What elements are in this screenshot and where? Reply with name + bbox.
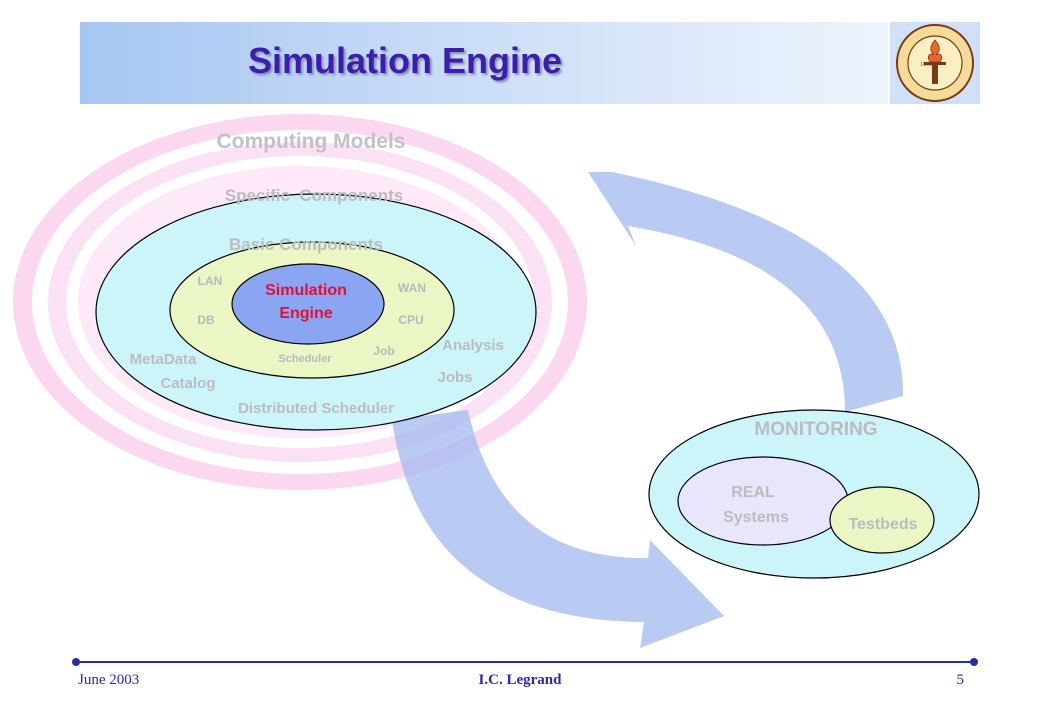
simulation-engine-ellipse [231, 263, 385, 345]
monitoring-label: MONITORING [754, 419, 877, 440]
cpu-label: CPU [398, 313, 423, 327]
job-label: Job [373, 344, 394, 358]
engine-label-line2: Engine [279, 305, 332, 322]
wan-label: WAN [398, 281, 426, 295]
logo-year: 1891 [920, 62, 932, 68]
footer-divider-dot-right [970, 658, 978, 666]
systems-label: Systems [723, 509, 789, 526]
specific-components-label: Specific Components [225, 186, 404, 205]
flow-arrows [392, 172, 904, 648]
computing-models-label: Computing Models [217, 130, 406, 153]
footer-page-number: 5 [956, 672, 965, 688]
distributed-scheduler-label: Distributed Scheduler [238, 400, 394, 417]
analysis-label: Analysis [442, 337, 504, 354]
scheduler-label: Scheduler [278, 353, 332, 365]
footer-divider [76, 661, 974, 663]
title-bar [80, 22, 888, 104]
testbeds-label: Testbeds [848, 516, 917, 533]
real-systems-ellipse [677, 456, 849, 546]
footer-divider-dot-left [72, 658, 80, 666]
testbeds-ellipse [829, 486, 935, 554]
footer-author: I.C. Legrand [478, 672, 562, 688]
catalog-label: Catalog [160, 375, 215, 392]
lan-label: LAN [198, 274, 223, 288]
metadata-label: MetaData [130, 351, 197, 368]
engine-label-line1: Simulation [265, 282, 347, 299]
jobs-label: Jobs [437, 369, 472, 386]
footer-date: June 2003 [78, 672, 140, 688]
db-label: DB [197, 313, 215, 327]
real-label: REAL [731, 484, 775, 501]
caltech-seal-logo: 1891 [890, 22, 980, 104]
basic-components-label: Basic Components [229, 235, 383, 254]
slide-title: Simulation Engine [247, 40, 562, 81]
arrow-bottom [392, 410, 724, 648]
arrow-top [588, 172, 904, 412]
